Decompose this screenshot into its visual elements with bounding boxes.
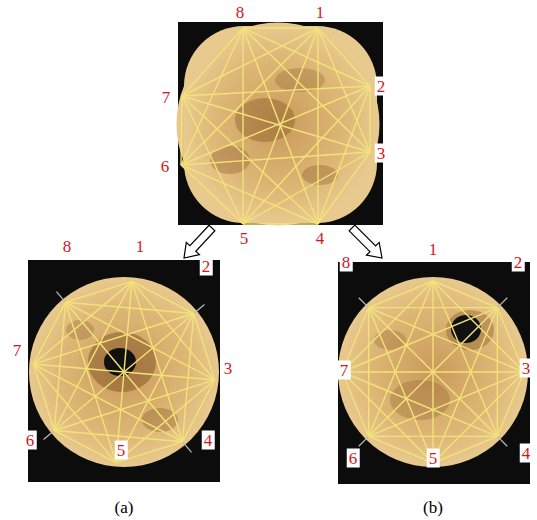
point-number: 1 [427, 240, 440, 259]
point-number: 3 [375, 144, 388, 163]
specimen-photo [338, 262, 530, 484]
point-number: 8 [61, 237, 74, 256]
point-number: 6 [347, 449, 360, 468]
point-number: 2 [200, 257, 213, 276]
specimen-photo [177, 22, 384, 226]
panel-caption: (b) [421, 498, 445, 517]
point-number: 5 [115, 441, 128, 460]
point-number: 4 [520, 444, 533, 463]
point-number: 3 [520, 359, 533, 378]
point-number: 5 [427, 449, 440, 468]
arrow-symbol [184, 225, 215, 258]
specimen-photo [28, 260, 220, 482]
point-number: 8 [234, 3, 247, 22]
point-number: 6 [159, 157, 172, 176]
point-number: 8 [340, 253, 353, 272]
point-number: 3 [222, 359, 235, 378]
point-number: 7 [11, 341, 24, 360]
point-number: 7 [338, 361, 351, 380]
point-number: 1 [134, 237, 147, 256]
point-number: 2 [375, 77, 388, 96]
point-number: 6 [24, 431, 37, 450]
point-number: 5 [238, 229, 251, 248]
arrow-symbol [349, 225, 382, 258]
point-number: 7 [160, 88, 173, 107]
point-number: 1 [314, 3, 327, 22]
point-number: 4 [314, 229, 327, 248]
point-number: 2 [512, 253, 525, 272]
point-number: 4 [202, 431, 215, 450]
panel-caption: (a) [113, 498, 136, 517]
